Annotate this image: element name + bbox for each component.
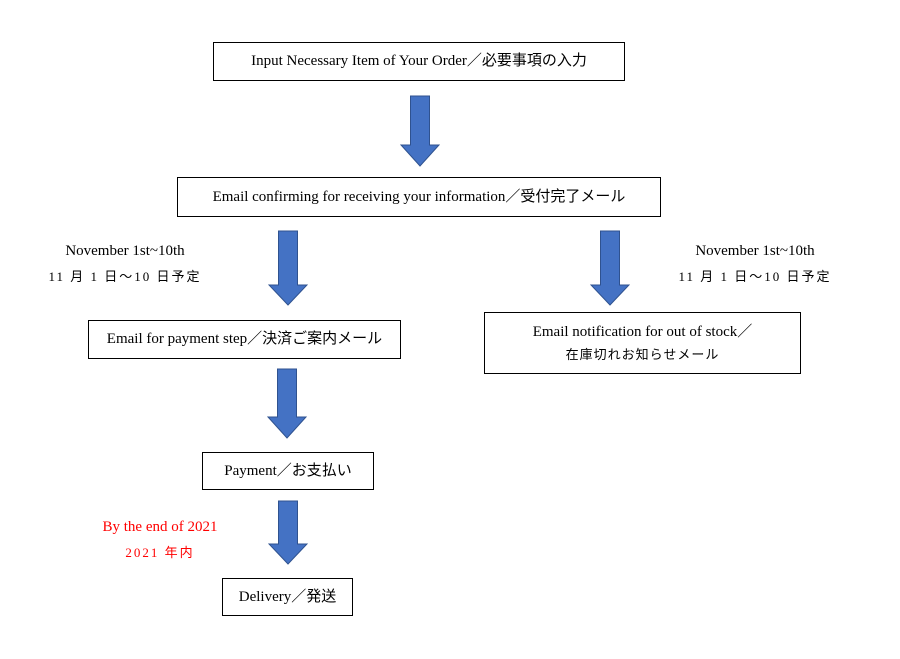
out-of-stock-schedule-en: November 1st~10th (695, 243, 815, 259)
step-out-of-stock-email-label-line2: 在庫切れお知らせメール (565, 347, 720, 363)
down-arrow-icon (590, 230, 630, 306)
step-input-order: Input Necessary Item of Your Order／必要事項の… (213, 42, 625, 81)
payment-schedule-en: November 1st~10th (65, 243, 185, 259)
step-payment-label: Payment／お支払い (224, 462, 352, 479)
step-input-order-label: Input Necessary Item of Your Order／必要事項の… (251, 53, 587, 70)
step-delivery-label: Delivery／発送 (238, 588, 337, 605)
out-of-stock-schedule-jp: 11 月 1 日～10 日予定 (678, 269, 832, 284)
step-delivery: Delivery／発送 (222, 578, 353, 616)
step-confirmation-email: Email confirming for receiving your info… (177, 177, 661, 217)
down-arrow-icon (400, 95, 440, 167)
step-out-of-stock-email: Email notification for out of stock／ 在庫切… (484, 312, 801, 374)
payment-schedule-note: November 1st~10th 11 月 1 日～10 日予定 (40, 238, 210, 290)
step-payment: Payment／お支払い (202, 452, 374, 490)
out-of-stock-schedule-note: November 1st~10th 11 月 1 日～10 日予定 (670, 238, 840, 290)
step-payment-guide-email-label: Email for payment step／決済ご案内メール (106, 331, 383, 348)
delivery-schedule-note: By the end of 2021 2021 年内 (80, 514, 240, 566)
step-out-of-stock-email-label-line1: Email notification for out of stock／ (532, 323, 753, 340)
delivery-schedule-en: By the end of 2021 (102, 519, 218, 535)
step-payment-guide-email: Email for payment step／決済ご案内メール (88, 320, 401, 359)
down-arrow-icon (268, 230, 308, 306)
step-confirmation-email-label: Email confirming for receiving your info… (212, 188, 626, 205)
down-arrow-icon (267, 368, 307, 439)
payment-schedule-jp: 11 月 1 日～10 日予定 (48, 269, 202, 284)
down-arrow-icon (268, 500, 308, 565)
delivery-schedule-jp: 2021 年内 (125, 545, 195, 560)
